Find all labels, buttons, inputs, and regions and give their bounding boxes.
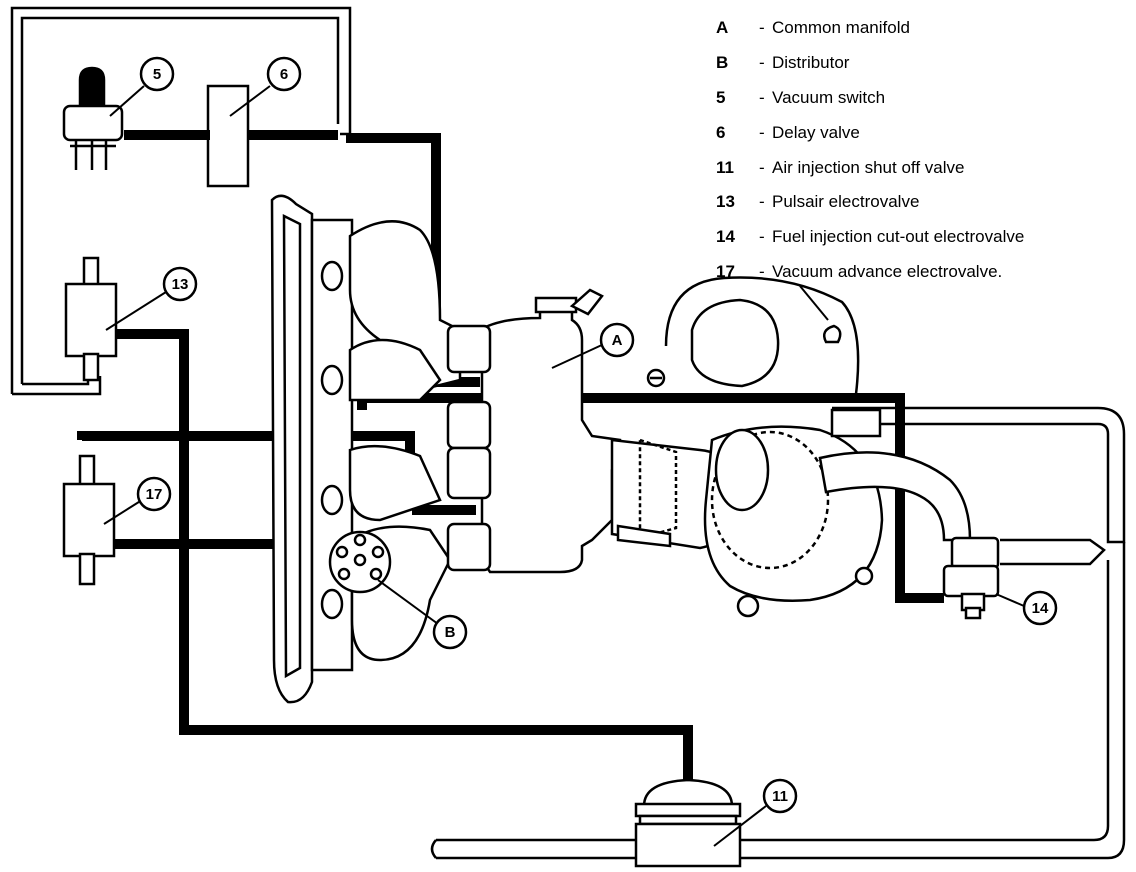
legend-item: 11 - Air injection shut off valve (716, 154, 1131, 189)
callouts (103, 85, 1025, 847)
distributor (328, 530, 392, 594)
legend-dash: - (759, 157, 765, 177)
legend-text: Air injection shut off valve (772, 157, 965, 177)
fuel-cutout-electrovalve (942, 536, 1000, 620)
delay-valve (206, 84, 250, 188)
svg-text:A: A (612, 332, 623, 349)
svg-text:B: B (445, 624, 456, 641)
callout-B: B (432, 614, 468, 650)
legend-text: Vacuum switch (772, 87, 886, 107)
legend-item: 5 - Vacuum switch (716, 84, 1131, 119)
vacuum-hoses (77, 130, 944, 784)
legend-key: A (716, 18, 729, 37)
legend-dash: - (759, 227, 765, 247)
pulsair-electrovalve (64, 256, 118, 382)
legend-item: A - Common manifold (716, 14, 1131, 49)
engine-head (270, 194, 462, 704)
legend-key: 11 (716, 157, 734, 177)
legend-dash: - (759, 262, 765, 282)
callout-14: 14 (1022, 590, 1058, 626)
legend-dash: - (759, 18, 765, 37)
legend-key: 6 (716, 122, 726, 142)
legend-item: 17 - Vacuum advance electrovalve. (716, 258, 1131, 293)
callout-11: 11 (762, 778, 798, 814)
vacuum-advance-electrovalve (62, 454, 116, 586)
legend-dash: - (759, 122, 765, 142)
legend-key: 5 (716, 87, 726, 107)
callout-A: A (599, 322, 635, 358)
callout-5: 5 (139, 56, 175, 92)
legend-dash: - (759, 52, 765, 72)
legend-text: Pulsair electrovalve (772, 192, 920, 212)
legend-key: 13 (716, 192, 735, 212)
legend-key: B (716, 52, 729, 72)
callout-6: 6 (266, 56, 302, 92)
callout-17: 17 (136, 476, 172, 512)
legend-item: B - Distributor (716, 49, 1131, 84)
legend-text: Common manifold (772, 18, 910, 37)
legend-key: 17 (716, 262, 735, 282)
vacuum-switch (62, 66, 124, 170)
legend-text: Distributor (772, 52, 850, 72)
legend-item: 13 - Pulsair electrovalve (716, 188, 1131, 223)
svg-text:6: 6 (280, 66, 288, 83)
legend-item: 14 - Fuel injection cut-out electrovalve (716, 223, 1131, 258)
svg-text:13: 13 (172, 276, 189, 293)
air-shutoff-valve (634, 778, 742, 868)
legend: A - Common manifold B - Distributor 5 - … (716, 14, 1131, 293)
legend-dash: - (759, 192, 765, 212)
svg-text:5: 5 (153, 66, 161, 83)
legend-text: Vacuum advance electrovalve. (772, 262, 1003, 282)
callout-13: 13 (162, 266, 198, 302)
legend-text: Delay valve (772, 122, 860, 142)
svg-text:14: 14 (1032, 600, 1049, 617)
legend-text: Fuel injection cut-out electrovalve (772, 227, 1025, 247)
svg-text:11: 11 (772, 788, 788, 805)
svg-text:17: 17 (146, 486, 163, 503)
legend-dash: - (759, 87, 765, 107)
air-pump (646, 276, 972, 618)
legend-key: 14 (716, 227, 735, 247)
legend-item: 6 - Delay valve (716, 119, 1131, 154)
